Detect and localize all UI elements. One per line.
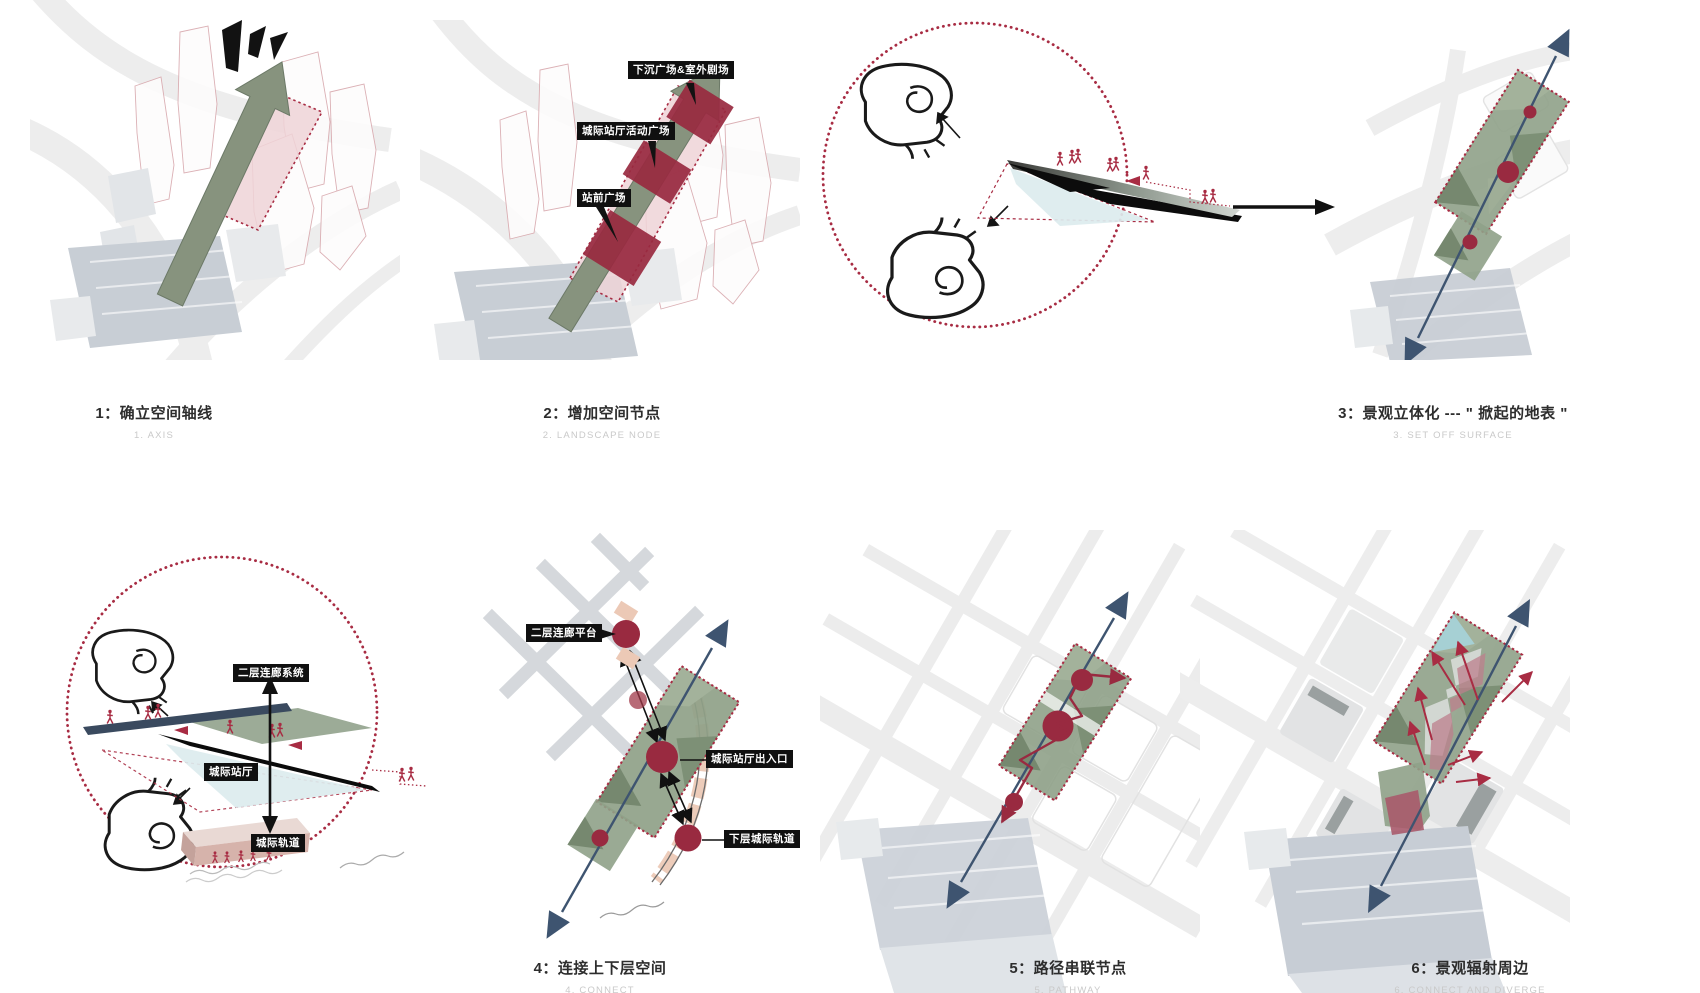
panel-5-drawing [820, 530, 1200, 993]
tower-outlines [134, 25, 377, 275]
pathway-zigzag [1000, 668, 1127, 824]
hand-sketch-bottom-icon [103, 776, 195, 872]
lifted-surface [977, 148, 1242, 226]
green-axis-arrow [156, 61, 291, 307]
label-hall-activity-plaza: 城际站厅活动广场 [577, 122, 675, 141]
panel-6-caption: 6：景观辐射周边 6. CONNECT AND DIVERGE [1320, 957, 1620, 993]
label-lower-rail: 下层城际轨道 [724, 830, 800, 849]
hand-sketch-top-icon [859, 62, 953, 161]
caption-subtitle: 2. LANDSCAPE NODE [542, 430, 662, 441]
panel-2-node-diagram [420, 20, 800, 360]
dotted-concept-circle [65, 555, 379, 869]
caption-text: 6：景观辐射周边 [1411, 960, 1529, 977]
panel-3-surface-diagram [810, 10, 1570, 360]
panel-6-drawing [1180, 530, 1570, 993]
node-circles [591, 600, 702, 852]
label-station-hall: 城际站厅 [204, 763, 258, 782]
panel-3-caption: 3：景观立体化 --- " 掀起的地表 " 3. SET OFF SURFACE [1303, 402, 1603, 441]
level-link-arrow [262, 676, 278, 834]
burst-icon [222, 20, 288, 72]
node-circles [1462, 105, 1537, 250]
panel-4-caption: 4：连接上下层空间 4. CONNECT [450, 957, 750, 993]
south-patch [1378, 762, 1430, 835]
label-front-plaza: 站前广场 [577, 189, 631, 208]
hand-sketch-bottom-icon [885, 215, 985, 320]
label-corridor-system: 二层连廊系统 [233, 664, 309, 683]
caption-subtitle: 6. CONNECT AND DIVERGE [1394, 985, 1546, 993]
label-leader-pointers [596, 83, 696, 242]
panel-4-connect-diagram [40, 520, 810, 940]
label-corridor-platform: 二层连廊平台 [526, 624, 602, 643]
corridor-plate [83, 703, 292, 735]
label-hall-entrance: 城际站厅出入口 [706, 750, 793, 769]
caption-text: 4：连接上下层空间 [533, 960, 667, 977]
caption-subtitle: 4. CONNECT [565, 985, 635, 993]
navy-axis-arrow [546, 619, 729, 939]
caption-subtitle: 5. PATHWAY [1034, 985, 1102, 993]
dotted-concept-circle [821, 21, 1129, 329]
caption-text: 2：增加空间节点 [543, 405, 661, 422]
panel-4-drawing [65, 532, 741, 939]
panel-6-diverge-diagram [1180, 530, 1570, 993]
panel-1-drawing [30, 0, 400, 360]
caption-text: 5：路径串联节点 [1009, 960, 1127, 977]
transition-arrow [1233, 199, 1335, 215]
caption-text: 3：景观立体化 --- " 掀起的地表 " [1338, 405, 1568, 422]
caption-text: 1：确立空间轴线 [95, 405, 213, 422]
plaza-node-squares [582, 79, 734, 286]
caption-subtitle: 3. SET OFF SURFACE [1393, 430, 1513, 441]
hand-sketch-top-icon [91, 628, 175, 716]
panel-2-drawing [420, 20, 800, 360]
panel-1-caption: 1：确立空间轴线 1. AXIS [4, 402, 304, 441]
panel-5-pathway-diagram [820, 530, 1200, 993]
label-leader-pointers [600, 629, 724, 841]
station-block [1350, 268, 1533, 360]
radiating-arrows [1407, 640, 1533, 787]
red-direction-arrowhead [1126, 176, 1140, 186]
navy-axis-arrow [1368, 598, 1530, 914]
panel-5-caption: 5：路径串联节点 5. PATHWAY [918, 957, 1218, 993]
navy-axis-arrow [1404, 28, 1570, 360]
label-sunken-plaza: 下沉广场&室外剧场 [628, 61, 735, 80]
vertical-link-arrows [620, 649, 693, 826]
hand-pointer-arrows [936, 111, 1009, 227]
label-intercity-rail: 城际轨道 [251, 834, 305, 853]
panel-3-drawing [821, 21, 1570, 360]
panel-2-caption: 2：增加空间节点 2. LANDSCAPE NODE [452, 402, 752, 441]
panel-1-axis-diagram [30, 0, 400, 360]
caption-subtitle: 1. AXIS [133, 430, 175, 441]
